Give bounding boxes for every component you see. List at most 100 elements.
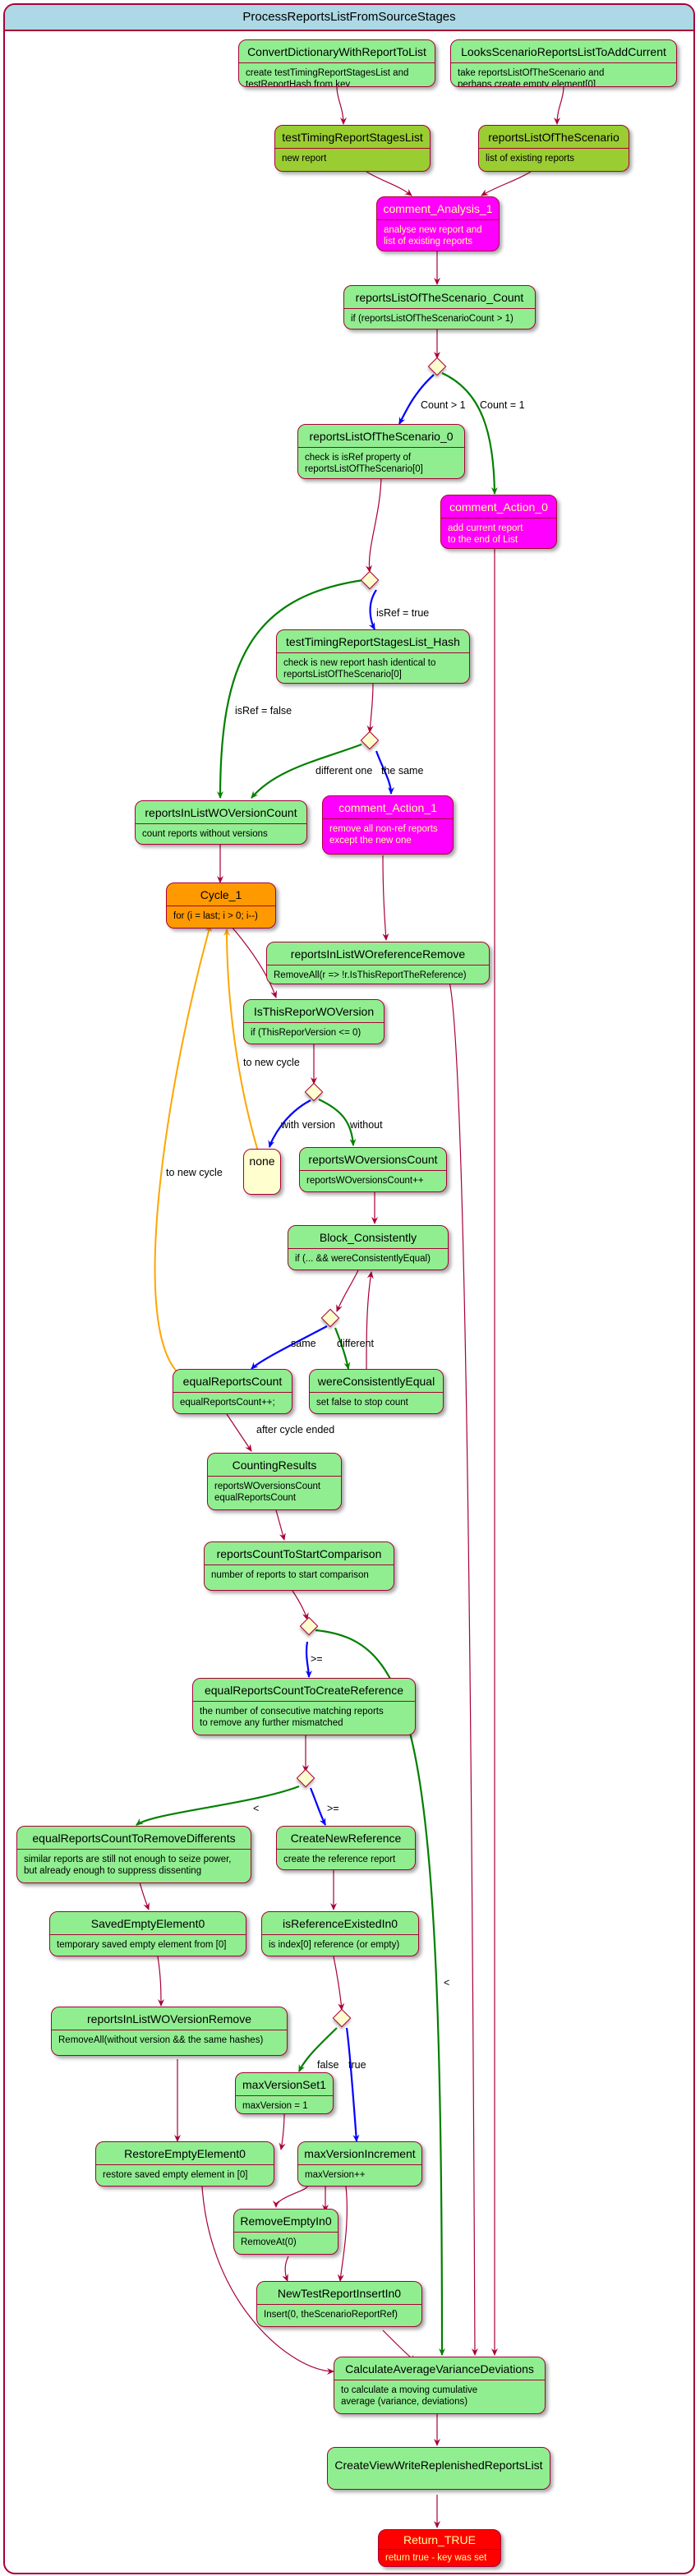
edge <box>279 2113 286 2150</box>
node-looks: LooksScenarioReportsListToAddCurrent tak… <box>450 39 677 87</box>
node-body: remove all non-ref reports except the ne… <box>329 824 438 846</box>
node-title: RestoreEmptyElement0 <box>96 2142 274 2165</box>
node-title: reportsWOversionsCount <box>300 1148 446 1171</box>
node-block: Block_Consistently if (... && wereConsis… <box>288 1225 449 1270</box>
edge <box>298 2027 338 2072</box>
node-erc: equalReportsCount equalReportsCount++; <box>173 1369 292 1414</box>
node-title: ConvertDictionaryWithReportToList <box>239 40 435 63</box>
node-title: maxVersionSet1 <box>236 2073 333 2096</box>
node-action0: comment_Action_0 add current report to t… <box>440 495 557 549</box>
node-title: comment_Action_1 <box>323 796 453 819</box>
node-body: reportsWOversionsCount++ <box>306 1176 424 1186</box>
node-body: create testTimingReportStagesList and te… <box>246 68 409 87</box>
node-erctcr: equalReportsCountToCreateReference the n… <box>192 1678 416 1735</box>
node-return: Return_TRUE return true - key was set <box>378 2529 501 2567</box>
edge-label: to new cycle <box>243 1057 300 1068</box>
edge-label: isRef = true <box>376 607 430 619</box>
node-title: CreateViewWriteReplenishedReportsList <box>334 2458 543 2472</box>
node-body: to calculate a moving cumulative average… <box>341 2385 478 2407</box>
edge <box>345 2027 360 2142</box>
node-title: Block_Consistently <box>288 1226 448 1249</box>
edge-label: different one <box>315 765 373 776</box>
edge <box>305 1641 312 1678</box>
node-hash: testTimingReportStagesList_Hash check is… <box>276 629 470 684</box>
node-body: if (ThisReporVersion <= 0) <box>251 1028 362 1038</box>
node-ree0: RestoreEmptyElement0 restore saved empty… <box>95 2141 274 2187</box>
node-action1: comment_Action_1 remove all non-ref repo… <box>322 795 454 855</box>
edge <box>336 1270 359 1312</box>
node-none: none <box>243 1149 281 1195</box>
node-body: equalReportsCount++; <box>180 1398 275 1408</box>
node-body: the number of consecutive matching repor… <box>200 1707 384 1728</box>
node-body: is index[0] reference (or empty) <box>269 1940 400 1950</box>
node-body: temporary saved empty element from [0] <box>57 1940 227 1950</box>
node-rilwrr: reportsInListWOreferenceRemove RemoveAll… <box>266 942 490 984</box>
edge <box>275 1509 286 1541</box>
node-title: equalReportsCount <box>173 1370 292 1393</box>
diagram-frame: ProcessReportsListFromSourceStages <box>3 3 695 2574</box>
edge-label: isRef = false <box>235 705 292 717</box>
node-body: add current report to the end of List <box>448 523 523 545</box>
node-erctrd: equalReportsCountToRemoveDifferents simi… <box>16 1826 251 1883</box>
node-rilwvr: reportsInListWOVersionRemove RemoveAll(w… <box>51 2007 288 2056</box>
node-rlots0: reportsListOfTheScenario_0 check is isRe… <box>297 424 465 479</box>
node-body: restore saved empty element in [0] <box>103 2170 248 2180</box>
edge <box>223 929 259 1152</box>
node-body: set false to stop count <box>316 1398 408 1408</box>
edge <box>366 1271 374 1370</box>
node-mvi: maxVersionIncrement maxVersion++ <box>297 2141 422 2187</box>
node-body: analyse new report and list of existing … <box>384 225 482 247</box>
edge <box>251 743 362 799</box>
node-body: number of reports to start comparison <box>211 1570 369 1580</box>
node-title: equalReportsCountToCreateReference <box>193 1679 415 1702</box>
node-title: IsThisReporWOVersion <box>244 1000 384 1023</box>
edge <box>201 2186 334 2375</box>
edge <box>154 924 212 1373</box>
edge <box>365 472 382 573</box>
node-body: list of existing reports <box>486 154 575 164</box>
edge <box>448 978 478 2356</box>
node-title: reportsInListWOreferenceRemove <box>267 942 489 965</box>
edge <box>157 1956 164 2007</box>
node-title: reportsListOfTheScenario_Count <box>344 286 535 309</box>
node-body: if (reportsListOfTheScenarioCount > 1) <box>351 314 513 324</box>
node-body: RemoveAll(r => !r.IsThisReportTheReferen… <box>274 970 467 980</box>
edge <box>309 1787 326 1826</box>
node-rctsc: reportsCountToStartComparison number of … <box>204 1541 394 1591</box>
edge <box>217 578 364 799</box>
node-title: reportsInListWOVersionRemove <box>52 2007 287 2030</box>
edge <box>333 1956 345 2011</box>
node-body: count reports without versions <box>142 829 268 839</box>
edge-label: the same <box>381 765 424 776</box>
node-body: maxVersion++ <box>305 2170 366 2180</box>
node-title: CreateNewReference <box>277 1827 415 1850</box>
edge <box>398 374 435 425</box>
node-body: check is isRef property of reportsListOf… <box>305 453 423 474</box>
edge <box>292 1590 309 1620</box>
node-body: Insert(0, theScenarioReportRef) <box>264 2310 398 2320</box>
edge <box>251 1325 328 1370</box>
node-title: comment_Action_0 <box>441 495 556 518</box>
node-title: Cycle_1 <box>167 883 275 906</box>
node-body: if (... && wereConsistentlyEqual) <box>295 1254 431 1264</box>
edge-label: same <box>291 1338 316 1349</box>
edge-label: >= <box>327 1803 339 1814</box>
node-title: CalculateAverageVarianceDeviations <box>334 2357 545 2380</box>
node-cycle: Cycle_1 for (i = last; i > 0; i--) <box>166 882 276 929</box>
node-itrwv: IsThisReporWOVersion if (ThisReporVersio… <box>243 999 385 1044</box>
node-count: reportsListOfTheScenario_Count if (repor… <box>343 285 536 329</box>
edge-label: < <box>444 1977 450 1988</box>
node-body: create the reference report <box>283 1855 396 1864</box>
node-analysis: comment_Analysis_1 analyse new report an… <box>376 196 500 251</box>
edge-label: to new cycle <box>166 1167 223 1178</box>
edge-label: after cycle ended <box>256 1424 335 1435</box>
node-body: for (i = last; i > 0; i--) <box>173 911 258 921</box>
edge-label: without <box>350 1119 383 1131</box>
node-title: RemoveEmptyIn0 <box>234 2210 338 2233</box>
edge-label: true <box>348 2059 366 2071</box>
edge-label: Count > 1 <box>421 399 466 411</box>
node-title: isReferenceExistedIn0 <box>262 1912 418 1935</box>
edge-label: different <box>337 1338 374 1349</box>
node-cavd: CalculateAverageVarianceDeviations to ca… <box>334 2357 546 2414</box>
node-wce: wereConsistentlyEqual set false to stop … <box>309 1369 444 1414</box>
